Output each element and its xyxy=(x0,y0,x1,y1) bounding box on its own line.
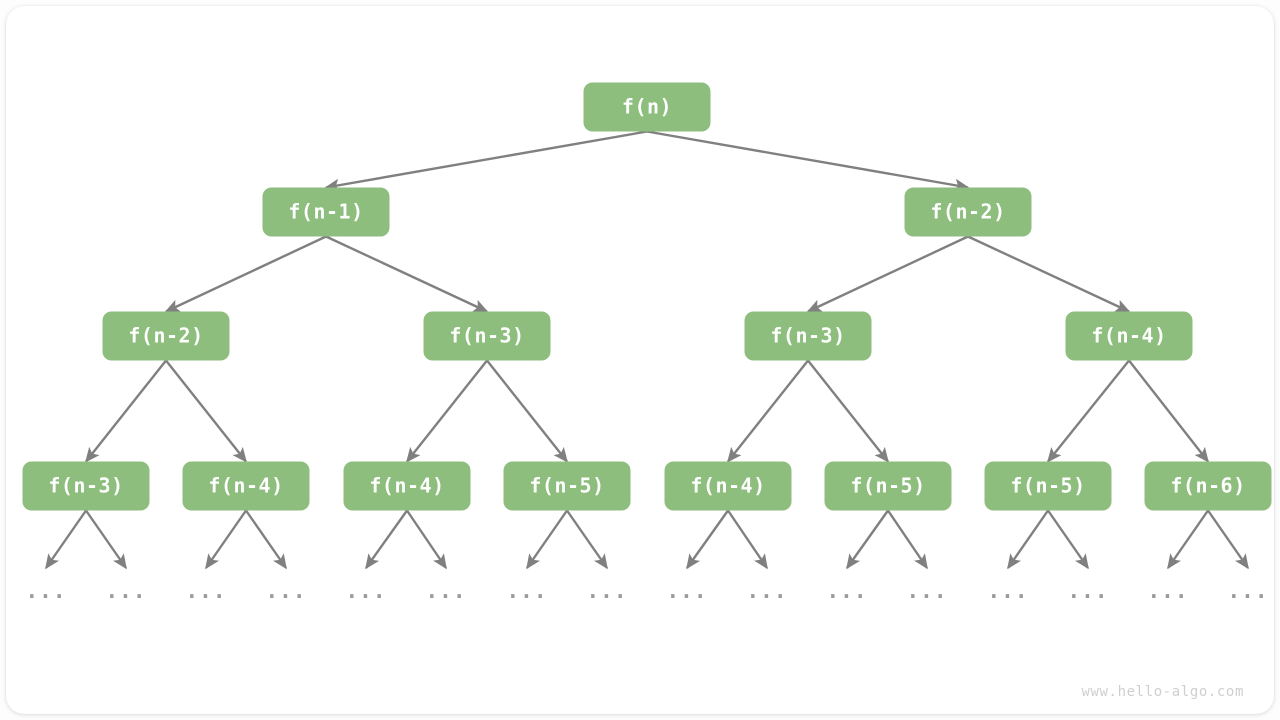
node-box xyxy=(904,187,1032,237)
tree-edge xyxy=(646,130,970,192)
tree-node[interactable]: f(n-2) xyxy=(904,187,1032,237)
ellipsis-marker: ... xyxy=(266,579,307,603)
node-label: f(n-3) xyxy=(770,324,845,348)
ellipsis-marker: ... xyxy=(667,579,708,603)
tree-node[interactable]: f(n-4) xyxy=(343,461,471,511)
tree-node[interactable]: f(n-3) xyxy=(22,461,150,511)
ellipsis-marker: ... xyxy=(1228,579,1269,603)
node-label: f(n-5) xyxy=(850,474,925,498)
node-label: f(n-1) xyxy=(288,200,363,224)
ellipsis-marker: ... xyxy=(1068,579,1109,603)
watermark-label: www.hello-algo.com xyxy=(1081,684,1244,700)
node-box xyxy=(984,461,1112,511)
tree-edge-ellipsis xyxy=(245,509,287,570)
tree-edge-ellipsis xyxy=(45,509,87,570)
node-box xyxy=(182,461,310,511)
tree-node[interactable]: f(n-4) xyxy=(664,461,792,511)
tree-node[interactable]: f(n-4) xyxy=(1065,311,1193,361)
tree-edge xyxy=(1047,359,1130,463)
node-box xyxy=(583,82,711,132)
tree-edge-ellipsis xyxy=(727,509,768,570)
node-box xyxy=(503,461,631,511)
tree-node[interactable]: f(n-1) xyxy=(262,187,390,237)
tree-edge-ellipsis xyxy=(566,509,608,570)
node-label: f(n-4) xyxy=(690,474,765,498)
tree-node[interactable]: f(n-4) xyxy=(182,461,310,511)
tree-edge-ellipsis xyxy=(1207,509,1249,570)
tree-edge xyxy=(324,130,648,192)
node-label: f(n-4) xyxy=(369,474,444,498)
tree-edge-ellipsis xyxy=(887,509,928,570)
node-box xyxy=(744,311,872,361)
node-label: f(n-6) xyxy=(1170,474,1245,498)
node-box xyxy=(102,311,230,361)
tree-edge xyxy=(1128,359,1209,463)
tree-edge-ellipsis xyxy=(1007,509,1049,570)
tree-node[interactable]: f(n-6) xyxy=(1144,461,1272,511)
tree-edge xyxy=(165,359,247,463)
node-box xyxy=(1065,311,1193,361)
tree-node[interactable]: f(n-3) xyxy=(744,311,872,361)
tree-node[interactable]: f(n-3) xyxy=(423,311,551,361)
ellipsis-marker: ... xyxy=(346,579,387,603)
node-box xyxy=(824,461,952,511)
ellipsis-marker: ... xyxy=(747,579,788,603)
tree-node[interactable]: f(n-5) xyxy=(503,461,631,511)
ellipsis-marker: ... xyxy=(907,579,948,603)
node-label: f(n-3) xyxy=(48,474,123,498)
ellipsis-marker: ... xyxy=(26,579,67,603)
ellipsis-marker: ... xyxy=(426,579,467,603)
ellipsis-marker: ... xyxy=(988,579,1029,603)
tree-edge xyxy=(325,235,489,313)
node-label: f(n-2) xyxy=(930,200,1005,224)
ellipsis-marker: ... xyxy=(827,579,868,603)
tree-edge-ellipsis xyxy=(365,509,408,570)
tree-edge-ellipsis xyxy=(1047,509,1089,570)
tree-node[interactable]: f(n-5) xyxy=(984,461,1112,511)
ellipsis-marker: ... xyxy=(587,579,628,603)
ellipsis-layer: ........................................… xyxy=(26,579,1269,603)
node-label: f(n-4) xyxy=(1091,324,1166,348)
tree-edge-ellipsis xyxy=(205,509,247,570)
ellipsis-marker: ... xyxy=(186,579,227,603)
tree-edge-ellipsis xyxy=(1167,509,1209,570)
node-box xyxy=(1144,461,1272,511)
node-label: f(n-2) xyxy=(128,324,203,348)
node-box xyxy=(22,461,150,511)
tree-node[interactable]: f(n) xyxy=(583,82,711,132)
node-label: f(n) xyxy=(622,95,672,119)
tree-edge xyxy=(85,359,167,463)
tree-edge-ellipsis xyxy=(686,509,729,570)
tree-edge-ellipsis xyxy=(526,509,568,570)
tree-node[interactable]: f(n-5) xyxy=(824,461,952,511)
tree-edge xyxy=(727,359,809,463)
tree-edge xyxy=(486,359,568,463)
tree-node[interactable]: f(n-2) xyxy=(102,311,230,361)
recursion-tree-diagram: f(n) f(n-1) f(n-2) f(n-2) f(n-3) f(n-3) f(n-4)… xyxy=(22,82,1272,700)
tree-edge-ellipsis xyxy=(85,509,127,570)
node-box xyxy=(423,311,551,361)
tree-edge xyxy=(807,359,889,463)
edges-layer xyxy=(45,130,1249,570)
ellipsis-marker: ... xyxy=(1148,579,1189,603)
tree-edge-ellipsis xyxy=(406,509,447,570)
tree-edge xyxy=(806,235,969,313)
node-label: f(n-4) xyxy=(208,474,283,498)
tree-edge xyxy=(967,235,1131,313)
tree-edge xyxy=(406,359,488,463)
node-box xyxy=(343,461,471,511)
node-box xyxy=(262,187,390,237)
tree-edge-ellipsis xyxy=(846,509,889,570)
ellipsis-marker: ... xyxy=(507,579,548,603)
tree-edge xyxy=(164,235,327,313)
ellipsis-marker: ... xyxy=(106,579,147,603)
nodes-layer: f(n) f(n-1) f(n-2) f(n-2) f(n-3) f(n-3) f(n-4)… xyxy=(22,82,1272,511)
node-box xyxy=(664,461,792,511)
diagram-card: f(n) f(n-1) f(n-2) f(n-2) f(n-3) f(n-3) f(n-4)… xyxy=(6,6,1274,714)
node-label: f(n-5) xyxy=(529,474,604,498)
node-label: f(n-5) xyxy=(1010,474,1085,498)
node-label: f(n-3) xyxy=(449,324,524,348)
